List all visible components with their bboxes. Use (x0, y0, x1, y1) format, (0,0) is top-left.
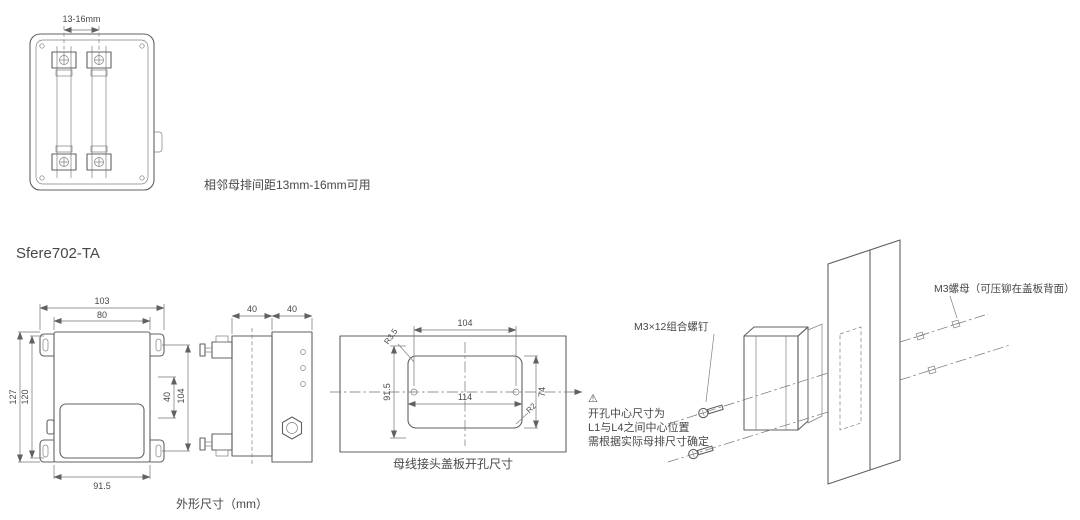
dim-height-body: 120 (20, 389, 30, 404)
spacing-dimension: 13-16mm (62, 14, 101, 33)
warning-line-1: 开孔中心尺寸为 (588, 406, 665, 420)
busbar-channel (51, 26, 77, 178)
dim-depth-rear: 40 (287, 304, 297, 314)
screw-glyph (698, 404, 724, 419)
dim-bottom-width: 91.5 (93, 481, 111, 491)
rear-flange (807, 323, 823, 424)
panel-cutout-dashed (839, 326, 862, 431)
warning-line-3: 需根据实际母排尺寸确定 (588, 434, 709, 448)
dim-width-body: 80 (97, 310, 107, 320)
device-box (743, 323, 823, 431)
nut-glyph (951, 319, 961, 329)
busbar-channel (86, 26, 112, 178)
side-view: 40 40 (199, 304, 313, 466)
screw-glyph (688, 445, 714, 460)
cutout-view: 104 114 91.5 74 R3.5 R2 母线接头盖板开孔尺寸 (330, 318, 583, 471)
hex-nut-glyph (281, 416, 303, 440)
cutout-caption: 母线接头盖板开孔尺寸 (393, 456, 513, 471)
dim-height-total: 127 (8, 389, 18, 404)
front-view: 103 80 127 120 40 104 91.5 (8, 296, 191, 491)
busbar-spacing-view: 13-16mm (29, 14, 163, 191)
warning-note: ⚠ 开孔中心尺寸为 L1与L4之间中心位置 需根据实际母排尺寸确定 (588, 393, 709, 448)
screw-label: M3×12组合螺钉 (634, 320, 709, 333)
footer-caption: 外形尺寸（mm） (176, 497, 268, 511)
dim-cutout-left: 91.5 (382, 383, 392, 401)
dim-cutout-right: 74 (537, 387, 547, 397)
dim-side-offset: 40 (162, 392, 172, 402)
dim-width-total: 103 (94, 296, 109, 306)
mounting-view: M3×12组合螺钉 M3螺母（可压铆在盖板背面） (634, 239, 1075, 485)
nut-glyph (915, 331, 925, 341)
front-view-dimensions: 103 80 127 120 40 104 91.5 (8, 296, 191, 491)
model-label: Sfere702-TA (16, 245, 100, 262)
dim-side-span: 104 (176, 388, 186, 403)
side-view-dimensions: 40 40 (231, 304, 313, 334)
dim-cutout-inner: 114 (458, 392, 472, 402)
warning-icon: ⚠ (588, 393, 598, 405)
mounting-panel (827, 239, 901, 485)
dim-cutout-top: 104 (457, 318, 472, 328)
busbar-spacing-note: 相邻母排间距13mm-16mm可用 (204, 178, 371, 192)
warning-line-2: L1与L4之间中心位置 (588, 420, 689, 434)
nut-glyph (927, 365, 937, 375)
dim-depth-front: 40 (247, 304, 257, 314)
spacing-dim-label: 13-16mm (62, 14, 100, 24)
nut-label: M3螺母（可压铆在盖板背面） (934, 282, 1075, 295)
